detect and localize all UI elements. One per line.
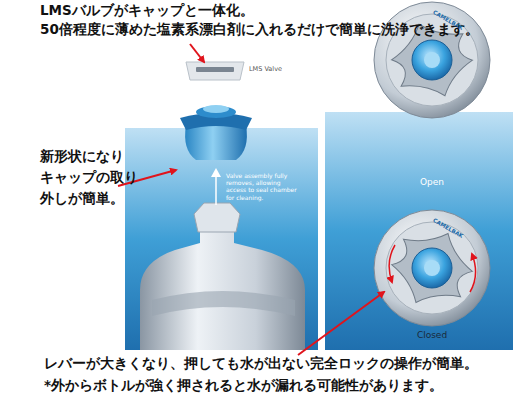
caption-text: Valve assembly fully removes, allowing a… [226, 172, 302, 201]
leader-arrow [190, 44, 204, 62]
note-text: LMSバルブがキャップと一体化。 [40, 2, 254, 20]
open-cap [374, 2, 490, 118]
cap-valve [180, 105, 252, 160]
up-arrow [211, 168, 221, 205]
part-name: LMS Valve [249, 65, 282, 73]
note-text: *外からボトルが強く押されると水が漏れる可能性があります。 [44, 377, 443, 395]
note-text: 新形状になり キャップの取り 外しが簡単。 [40, 146, 130, 209]
bottle [140, 203, 305, 350]
closed-cap [374, 210, 490, 326]
note-text: レバーが大きくなり、押しても水が出ない完全ロックの操作が簡単。 [44, 355, 478, 373]
leader-arrow [298, 292, 384, 355]
lms-valve-picture [186, 62, 244, 80]
state-label: Closed [417, 330, 447, 342]
state-label: Open [420, 177, 444, 189]
note-text: 50倍程度に薄めた塩素系漂白剤に入れるだけで簡単に洗浄できます。 [40, 21, 479, 39]
blue-panel [125, 128, 318, 350]
